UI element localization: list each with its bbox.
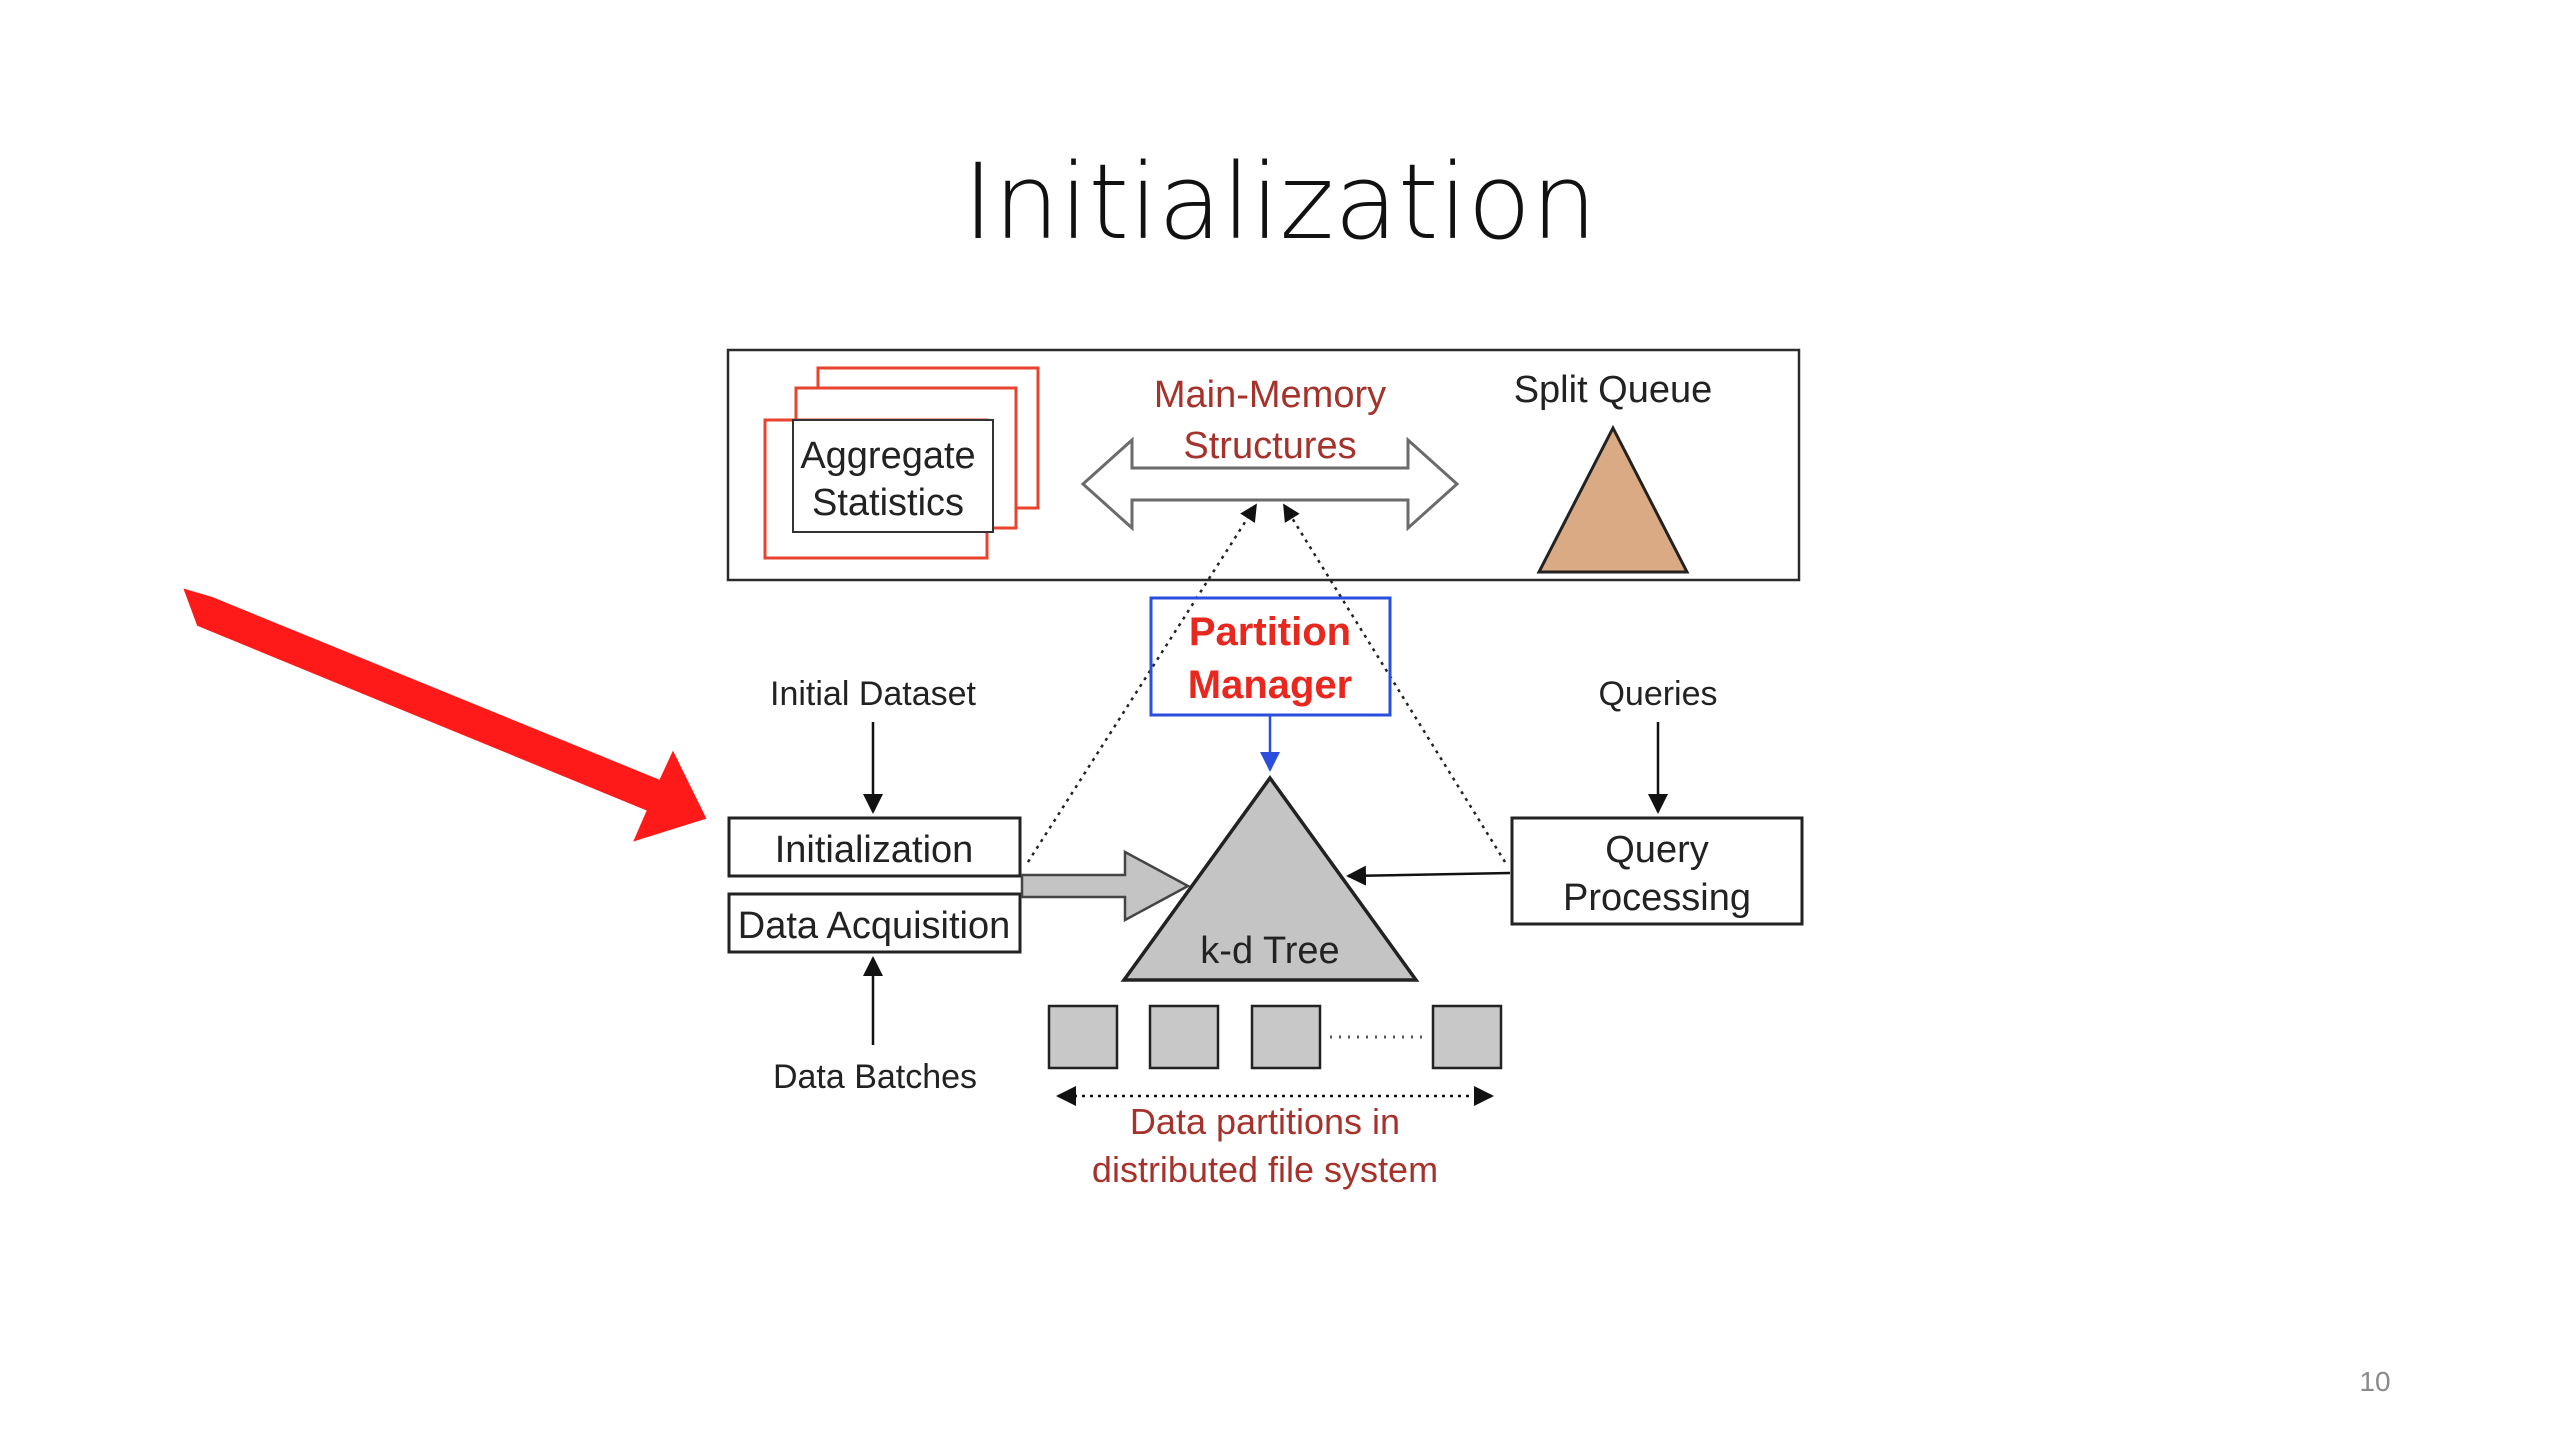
kd-tree-label: k-d Tree	[1200, 930, 1339, 972]
highlight-arrow	[183, 588, 707, 842]
main-memory-structures-label-line2: Structures	[1183, 425, 1356, 467]
slide-title: Initialization	[962, 141, 1598, 263]
query-processing-label-line1: Query	[1605, 829, 1708, 871]
query-processing-box	[1510, 816, 1804, 926]
initialization-box	[727, 816, 1022, 878]
double-headed-arrow	[1080, 436, 1460, 532]
kd-tree-triangle	[1120, 775, 1420, 982]
aggregate-statistics-stack	[763, 366, 1040, 560]
split-queue-triangle	[1536, 424, 1690, 574]
data-partition-blocks	[1047, 1004, 1503, 1070]
partition-block	[1047, 1004, 1119, 1070]
data-partitions-label-line1: Data partitions in	[1130, 1101, 1400, 1142]
initial-dataset-label: Initial Dataset	[770, 675, 977, 713]
data-acquisition-label: Data Acquisition	[738, 905, 1011, 947]
main-memory-structures-label-line1: Main-Memory	[1154, 374, 1386, 416]
initialization-label: Initialization	[775, 829, 974, 871]
partition-manager-label-line2: Manager	[1188, 663, 1353, 707]
page-number: 10	[2359, 1366, 2391, 1397]
partition-block	[1250, 1004, 1322, 1070]
partition-manager-label-line1: Partition	[1189, 610, 1351, 654]
aggregate-statistics-label-line2: Statistics	[812, 482, 964, 524]
split-queue-label: Split Queue	[1514, 369, 1713, 411]
data-partitions-label-line2: distributed file system	[1092, 1149, 1438, 1190]
query-to-tree-arrow	[1346, 865, 1511, 886]
dotted-line-left	[1026, 503, 1258, 863]
data-acquisition-box	[727, 892, 1022, 954]
partition-manager-box	[1149, 596, 1392, 717]
dotted-line-right	[1282, 503, 1507, 863]
query-processing-label-line2: Processing	[1563, 877, 1751, 919]
partition-block	[1431, 1004, 1503, 1070]
data-batches-label: Data Batches	[773, 1058, 977, 1096]
aggregate-statistics-label-line1: Aggregate	[800, 435, 975, 477]
queries-label: Queries	[1598, 675, 1717, 713]
partition-block	[1148, 1004, 1220, 1070]
init-to-tree-arrow	[1020, 849, 1191, 923]
